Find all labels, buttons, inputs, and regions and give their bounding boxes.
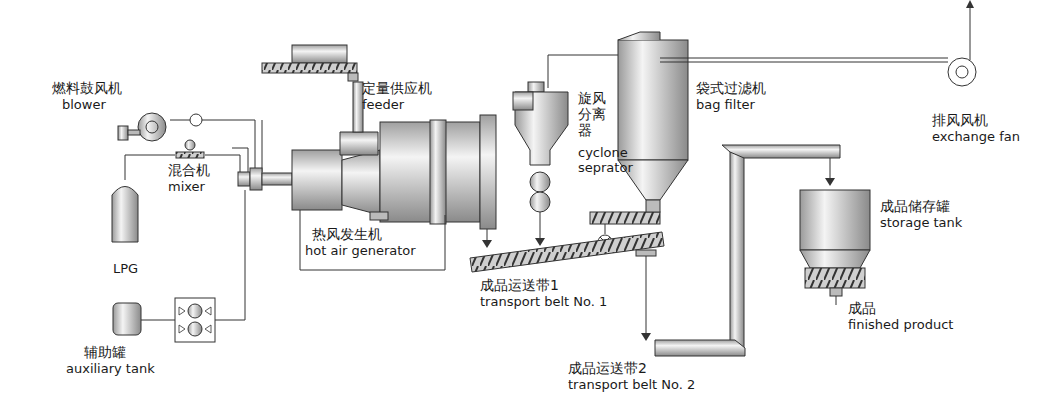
- equipment-label: storage tank: [880, 216, 962, 231]
- equipment-label: 成品: [848, 300, 876, 316]
- equipment-label: transport belt No. 2: [568, 378, 695, 393]
- equipment-label: 混合机: [168, 162, 210, 178]
- equipment-label: 定量供应机: [362, 80, 432, 96]
- equipment-label: feeder: [362, 98, 404, 113]
- equipment-label: 成品储存罐: [880, 198, 950, 214]
- equipment-label: cyclone seprator: [578, 146, 648, 176]
- equipment-label: exchange fan: [932, 130, 1020, 145]
- equipment-label: hot air generator: [305, 244, 416, 259]
- equipment-label: 成品运送带1: [480, 277, 559, 293]
- equipment-label: 燃料鼓风机: [52, 80, 122, 96]
- equipment-label: 袋式过滤机: [696, 80, 766, 96]
- equipment-label: mixer: [168, 180, 205, 195]
- equipment-label: 成品运送带2: [568, 360, 647, 376]
- equipment-label: transport belt No. 1: [480, 295, 607, 310]
- equipment-label: blower: [62, 98, 106, 113]
- equipment-label: bag filter: [696, 98, 755, 113]
- equipment-label: 排风风机: [932, 112, 988, 128]
- equipment-label: finished product: [848, 318, 953, 333]
- equipment-label: auxiliary tank: [66, 362, 155, 377]
- equipment-label: LPG: [113, 262, 138, 277]
- equipment-label: 热风发生机: [312, 226, 382, 242]
- equipment-label: 旋风 分离 器: [578, 90, 610, 138]
- equipment-label: 辅助罐: [84, 344, 126, 360]
